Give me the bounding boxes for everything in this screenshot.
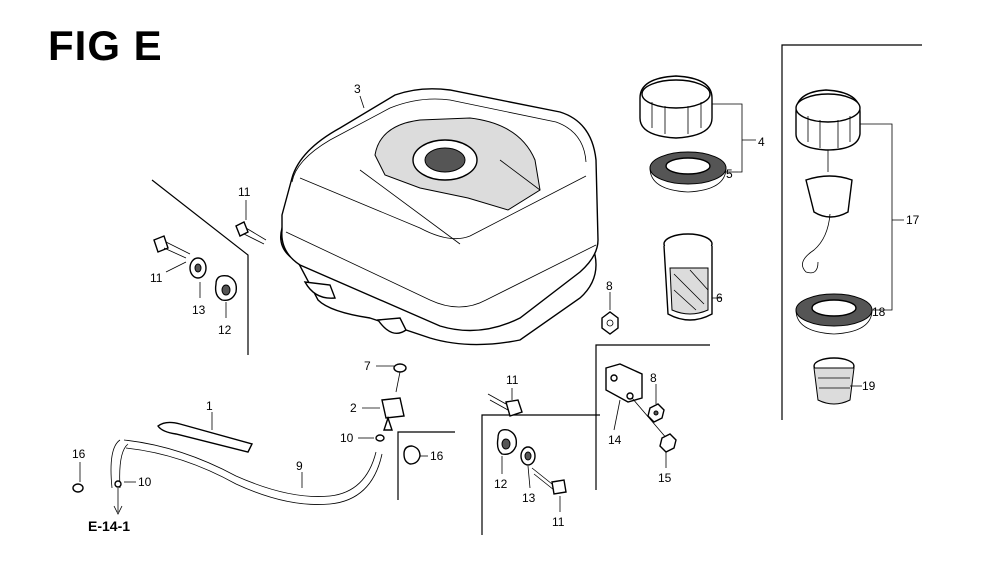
callout-11: 11 — [238, 185, 251, 199]
callout-1: 1 — [206, 399, 213, 413]
callout-16: 16 — [72, 447, 86, 461]
callout-9: 9 — [296, 459, 303, 473]
callout-6: 6 — [716, 291, 723, 305]
callout-14: 14 — [608, 433, 622, 447]
fuel-cap-assembly-17 — [795, 89, 873, 405]
callout-8: 8 — [606, 279, 613, 293]
callouts: 3 4 5 6 8 17 18 19 11 11 13 12 7 2 10 1 … — [72, 82, 920, 529]
bolts-11 — [153, 221, 567, 495]
callout-15: 15 — [658, 471, 672, 485]
callout-10: 10 — [138, 475, 152, 489]
fuel-cap-assembly-4 — [639, 75, 727, 193]
callout-10: 10 — [340, 431, 354, 445]
callout-11: 11 — [150, 271, 163, 285]
callout-11: 11 — [552, 515, 565, 529]
callout-2: 2 — [350, 401, 357, 415]
washers-12-13 — [189, 257, 536, 466]
callout-12: 12 — [494, 477, 508, 491]
callout-17: 17 — [906, 213, 920, 227]
fuel-strainer-6 — [663, 233, 713, 321]
fuel-valve-2 — [375, 363, 407, 442]
callout-5: 5 — [726, 167, 733, 181]
callout-13: 13 — [522, 491, 536, 505]
section-dividers — [151, 44, 922, 535]
callout-4: 4 — [758, 135, 765, 149]
leader-lines — [79, 95, 904, 512]
bracket-plate-14 — [605, 363, 677, 453]
callout-16: 16 — [430, 449, 444, 463]
callout-7: 7 — [364, 359, 371, 373]
nut-8 — [601, 311, 619, 335]
clip-16 — [403, 445, 421, 465]
fuel-tubes — [72, 421, 383, 515]
callout-3: 3 — [354, 82, 361, 96]
callout-12: 12 — [218, 323, 232, 337]
callout-19: 19 — [862, 379, 876, 393]
callout-18: 18 — [872, 305, 886, 319]
callout-13: 13 — [192, 303, 206, 317]
callout-8: 8 — [650, 371, 657, 385]
callout-11: 11 — [506, 373, 519, 387]
fuel-tank — [280, 88, 599, 346]
figure-title: FIG E — [48, 22, 163, 69]
cross-reference-label: E-14-1 — [88, 518, 131, 534]
